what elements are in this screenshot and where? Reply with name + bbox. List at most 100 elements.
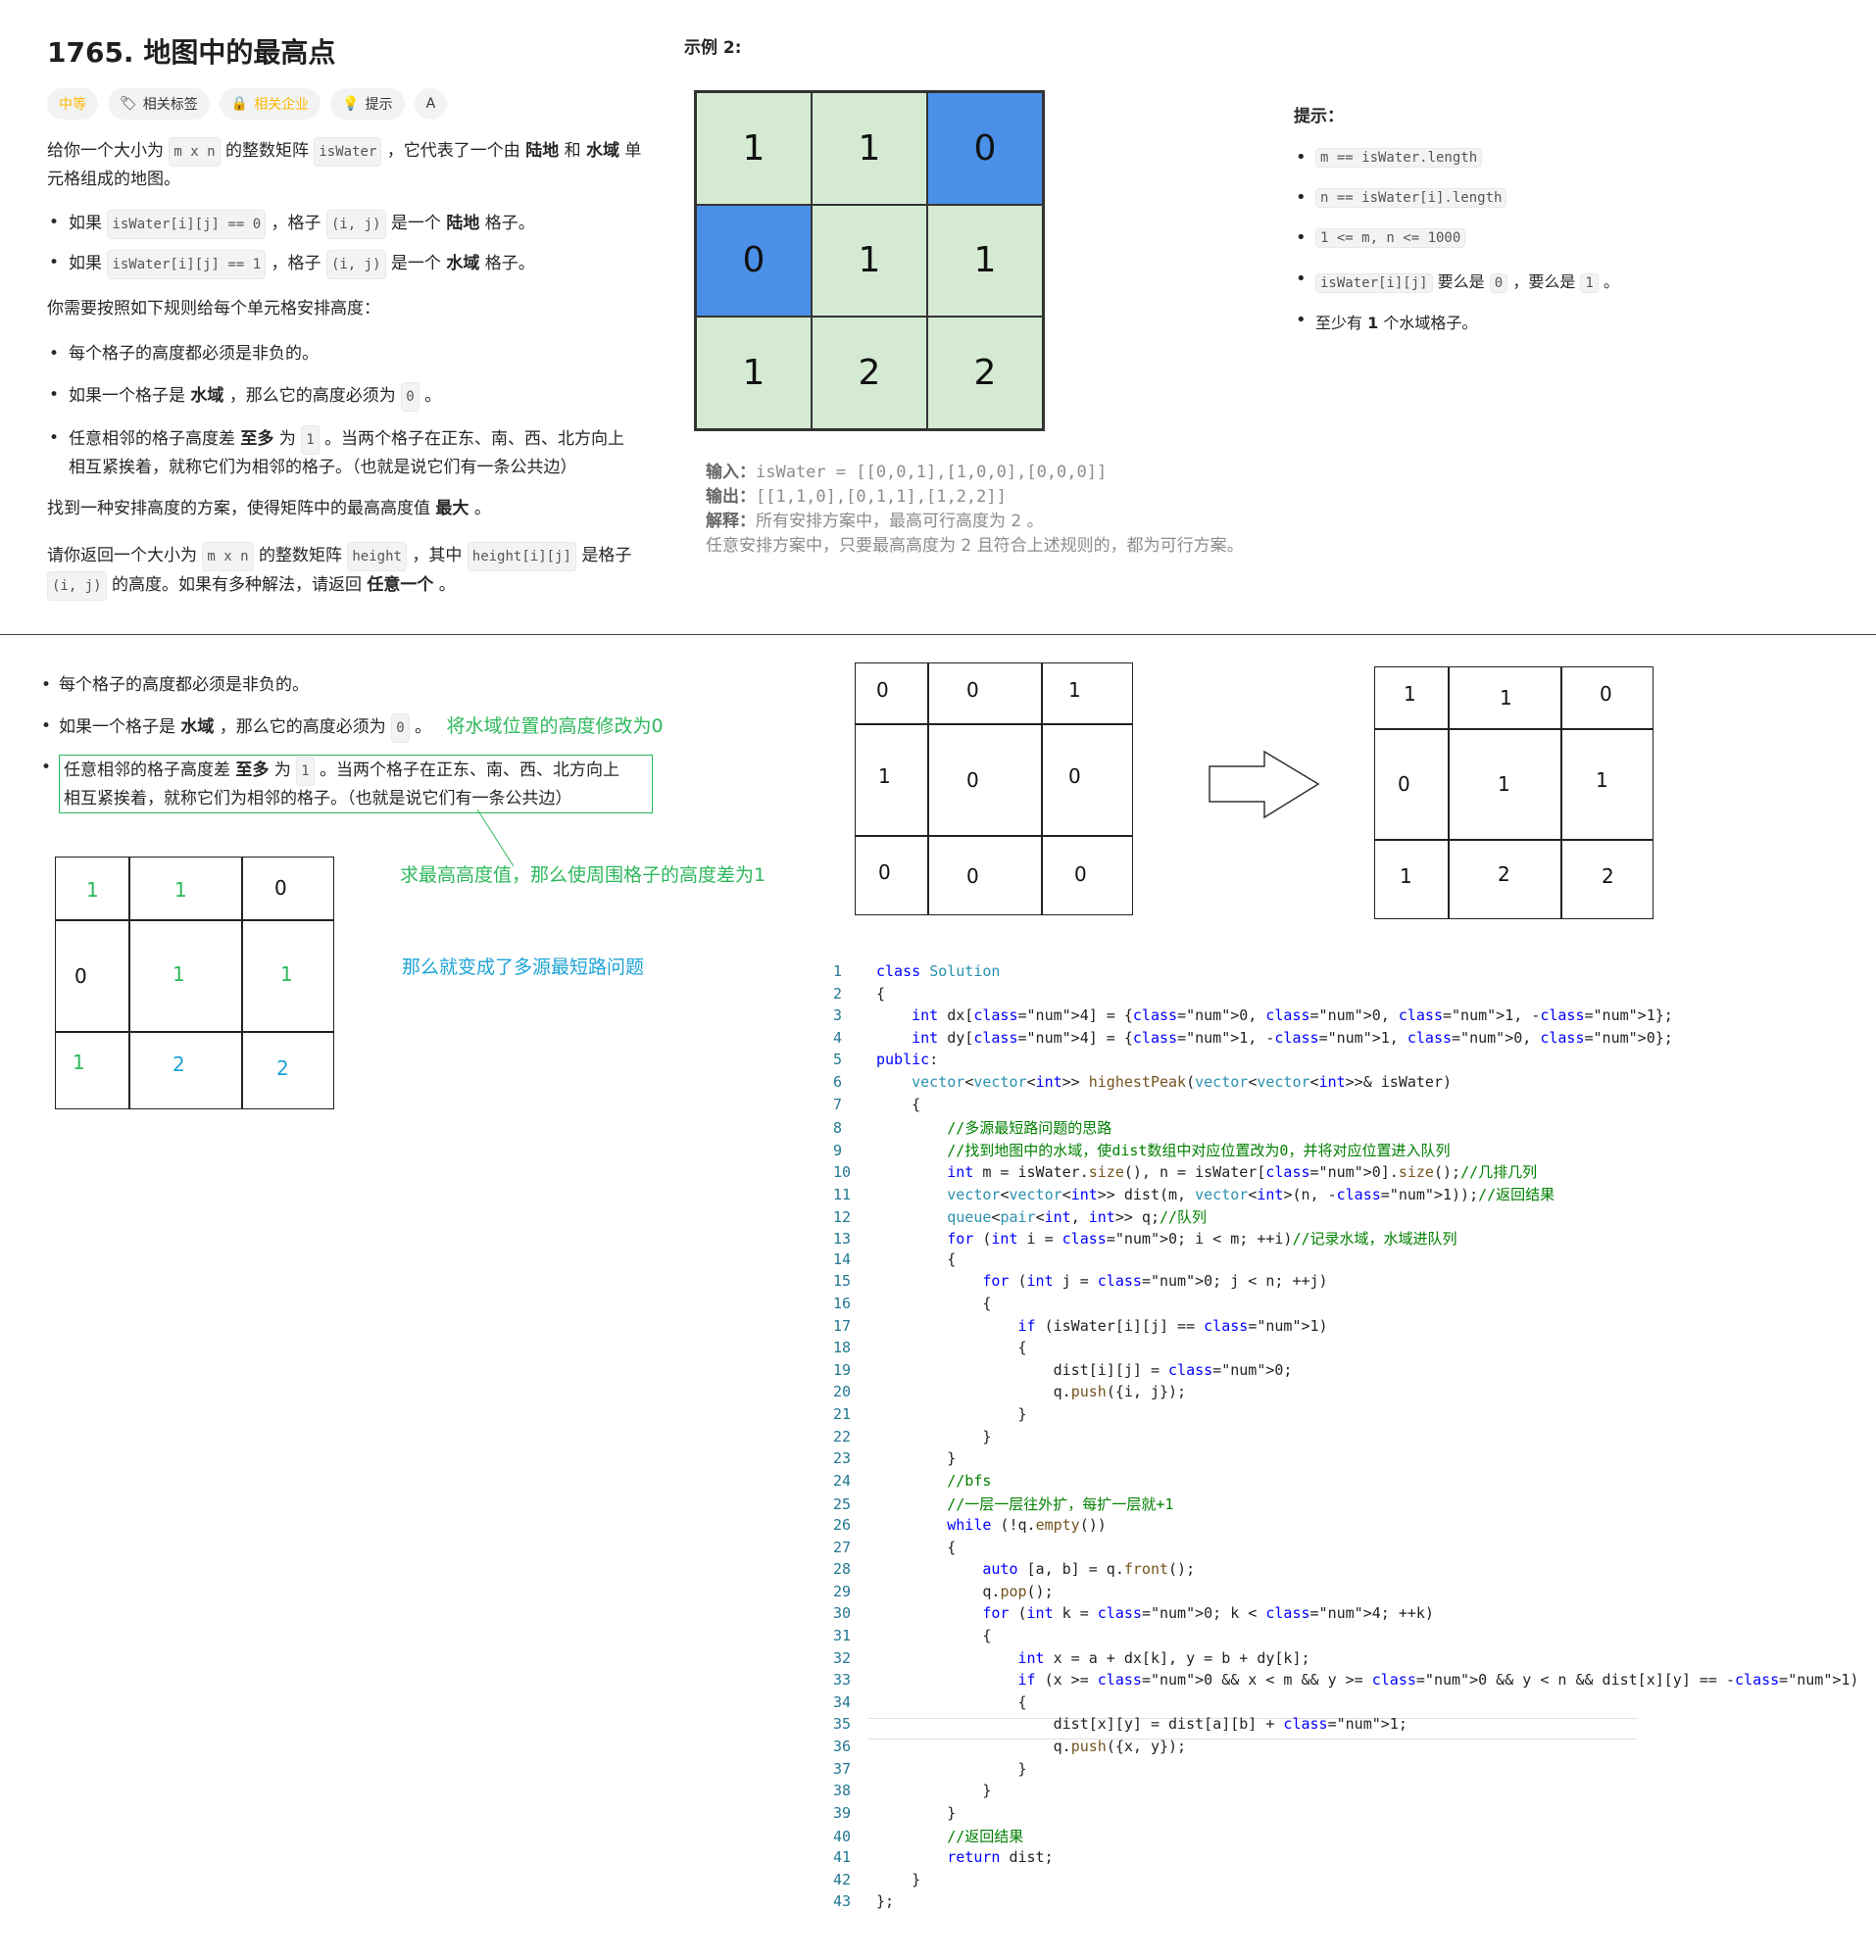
translate-icon: A [425,96,436,112]
text: ，那么它的高度必须为 [219,717,386,737]
grid-cell: 1 [812,92,927,205]
line-number: 14 [833,1250,852,1268]
related-companies-button[interactable]: 🔒相关企业 [219,88,321,120]
inline-code: 1 [1580,273,1599,293]
text: 。 [1603,272,1619,291]
bold-text: 水域 [180,717,215,737]
inline-code: 0 [401,382,420,412]
grid-cell: 1 [812,204,927,318]
line-number: 6 [833,1073,843,1091]
line-number: 36 [833,1738,852,1755]
code-line: 41 return dist; [833,1848,1054,1871]
line-number: 33 [833,1671,852,1690]
line-number: 17 [833,1316,852,1335]
grid-line [55,919,334,921]
grid-cell: 0 [966,678,979,702]
difficulty-badge[interactable]: 中等 [47,88,98,120]
text: 要么是 [1437,272,1485,291]
note-item: 任意相邻的格子高度差 至多 为 1 。当两个格子在正东、南、西、北方向上 相互紧… [41,755,668,813]
code-line: 14 { [833,1250,956,1273]
hints-title: 提示： [1294,107,1344,126]
line-number: 34 [833,1692,852,1711]
text: 。当两个格子在正东、南、西、北方向上 [320,760,620,780]
text: 的整数矩阵 [258,546,342,565]
grid-line [1374,839,1654,841]
code-text: } [876,1803,957,1822]
line-number: 9 [833,1141,843,1159]
line-number: 3 [833,1006,843,1025]
text: 如果 [69,254,102,273]
code-line: 8 //多源最短路问题的思路 [833,1117,1111,1140]
code-line: 23 } [833,1449,956,1472]
code-text: int x = a + dx[k], y = b + dy[k]; [1017,1648,1310,1667]
text: ，其中 [412,546,463,565]
list-item: 每个格子的高度都必须是非负的。 [49,341,666,367]
input-value: isWater = [[0,0,1],[1,0,0],[0,0,0]] [756,463,1108,482]
line-number: 16 [833,1295,852,1312]
problem-title: 1765. 地图中的最高点 [47,36,336,69]
bold-text: 1 [1367,314,1379,332]
line-number: 8 [833,1119,843,1138]
line-number: 41 [833,1848,852,1866]
text: 如果一个格子是 [69,386,185,406]
intro-text: 的整数矩阵 [224,141,309,161]
grid-cell: 0 [878,860,891,884]
code-text: } [876,1427,992,1446]
code-text: vector<vector<int>> dist(m, vector<int>(… [947,1186,1555,1203]
text: 每个格子的高度都必须是非负的。 [59,675,309,695]
code-line: 17 if (isWater[i][j] == class="num">1) [833,1317,1328,1340]
inline-code: 0 [391,713,410,743]
code-text: { [876,1295,992,1312]
grid-cell: 1 [927,204,1043,318]
code-text: } [876,1870,921,1888]
grid-frame [855,662,1133,915]
code-line: 27 { [833,1539,956,1561]
hint-button[interactable]: 💡提示 [330,88,405,120]
grid-cell: 1 [878,764,891,788]
line-number: 1 [833,962,843,980]
code-line: 31 { [833,1627,991,1649]
code-text: { [876,1692,1027,1711]
grid-cell: 1 [174,878,187,902]
hint-item: 1 <= m, n <= 1000 [1296,227,1466,248]
grid-cell: 2 [1498,862,1510,886]
bold-text: 水域 [586,141,620,161]
translate-button[interactable]: A [414,88,448,120]
inline-code: (i, j) [325,250,386,279]
difficulty-label: 中等 [59,97,86,113]
output-value: [[1,1,0],[0,1,1],[1,2,2]] [756,487,1007,507]
line-number: 32 [833,1648,852,1667]
code-line: 30 for (int k = class="num">0; k < class… [833,1604,1434,1627]
grid-cell: 1 [280,962,293,986]
code-text: //找到地图中的水域，使dist数组中对应位置改为0，并将对应位置进入队列 [947,1141,1451,1159]
code-text: return dist; [947,1848,1054,1866]
current-line-highlight [868,1718,1637,1740]
code-line: 2{ [833,985,885,1007]
line-number: 12 [833,1207,852,1226]
code-line: 39 } [833,1804,956,1827]
hint-item: n == isWater[i].length [1296,187,1507,208]
text: 相互紧挨着，就称它们为相邻的格子。（也就是说它们有一条公共边） [64,789,572,808]
code-text: } [876,1782,992,1800]
grid-cell: 1 [1500,686,1512,710]
intro-text: 单 [624,141,642,161]
code-line: 34 { [833,1693,1027,1716]
text: 请你返回一个大小为 [47,546,197,565]
grid-cell: 1 [86,878,99,902]
related-tags-button[interactable]: 🏷相关标签 [108,88,210,120]
code-line: 37 } [833,1760,1027,1783]
connector-line [476,808,515,867]
code-text: public: [876,1051,939,1069]
code-line: 33 if (x >= class="num">0 && x < m && y … [833,1671,1858,1693]
code-line: 42 } [833,1871,920,1893]
bold-text: 水域 [446,254,480,273]
grid-frame [55,857,334,1109]
text: 。当两个格子在正东、南、西、北方向上 [324,429,625,449]
code-line: 9 //找到地图中的水域，使dist数组中对应位置改为0，并将对应位置进入队列 [833,1140,1450,1162]
inline-code: isWater[i][j] == 1 [107,250,267,279]
note-item: 如果一个格子是 水域 ，那么它的高度必须为 0 。 将水域位置的高度修改为0 [41,713,786,743]
lock-icon: 🔒 [230,96,249,112]
rules-intro: 你需要按照如下规则给每个单元格安排高度： [47,299,380,318]
